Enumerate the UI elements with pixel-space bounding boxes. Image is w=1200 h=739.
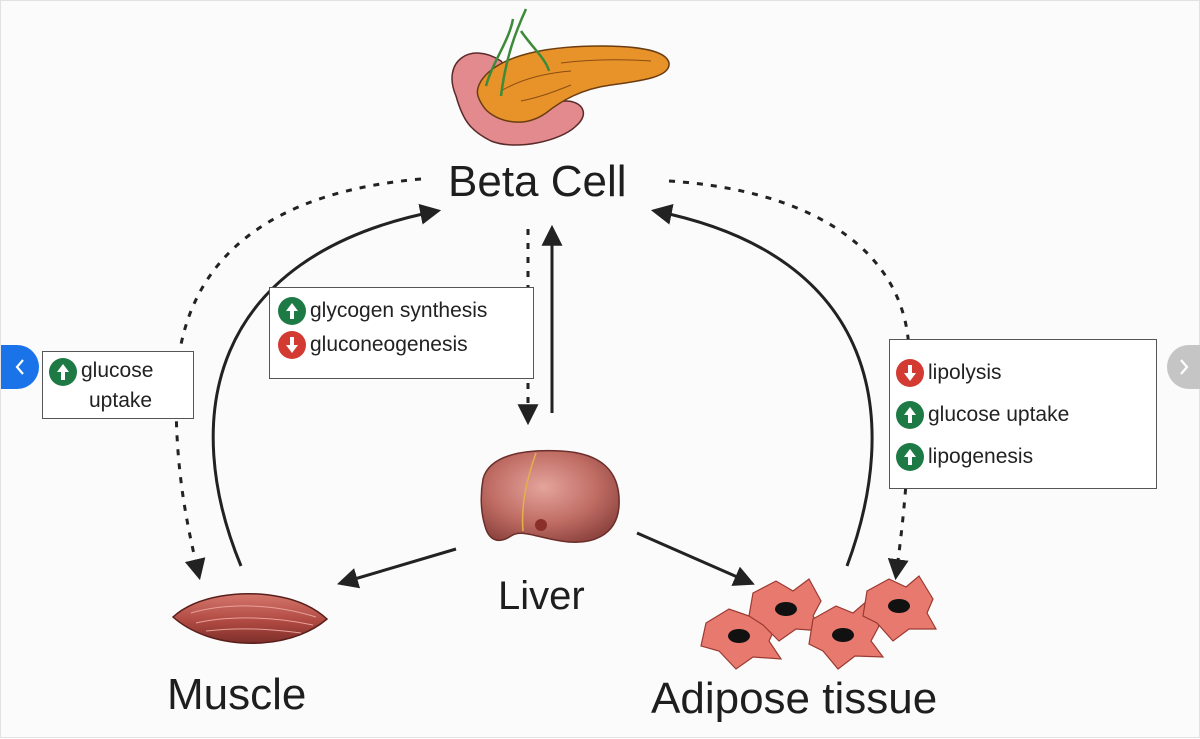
previous-button[interactable] [1,345,39,389]
increase-arrow-icon [49,358,77,386]
effect-label: glucose uptake [81,356,153,416]
effect-row: lipolysis [896,352,1150,394]
effect-row: glucose uptake [896,394,1150,436]
effect-label-line1: glucose [81,359,154,382]
arrow-muscle-to-beta [211,203,442,567]
chevron-right-icon [1180,359,1189,375]
arrows [174,177,911,589]
effect-row: glycogen synthesis [278,294,525,328]
chevron-left-icon [15,359,24,375]
effect-label: lipogenesis [928,445,1034,468]
muscle-effects-box: glucose uptake [42,351,194,419]
beta-cell-label: Beta Cell [448,157,627,206]
pancreas-icon [451,8,670,146]
effect-row: glucose uptake [49,356,187,416]
arrow-liver-to-muscle [336,547,457,589]
effect-label: glucose uptake [928,403,1070,426]
arrow-liver-to-adipose [636,531,755,586]
arrow-adipose-to-beta [650,203,874,567]
next-button[interactable] [1167,345,1200,389]
effect-label: lipolysis [928,361,1002,384]
arrow-beta-to-muscle-dotted [174,177,422,581]
decrease-arrow-icon [278,331,306,359]
effect-label: glycogen synthesis [310,299,488,322]
adipose-cells-icon [700,575,938,670]
increase-arrow-icon [278,297,306,325]
effect-row: lipogenesis [896,436,1150,478]
decrease-arrow-icon [896,359,924,387]
muscle-label: Muscle [167,670,307,719]
liver-label: Liver [498,574,585,618]
increase-arrow-icon [896,443,924,471]
adipose-effects-box: lipolysis glucose uptake lipogenesis [889,339,1157,489]
effect-label: gluconeogenesis [310,333,468,356]
arrow-beta-to-adipose-dotted [668,179,911,581]
increase-arrow-icon [896,401,924,429]
effect-label-line2: uptake [89,389,153,412]
adipose-tissue-label: Adipose tissue [651,674,938,723]
effect-row: gluconeogenesis [278,328,525,362]
liver-effects-box: glycogen synthesis gluconeogenesis [269,287,534,379]
liver-icon [480,449,620,543]
muscle-icon [171,593,329,644]
